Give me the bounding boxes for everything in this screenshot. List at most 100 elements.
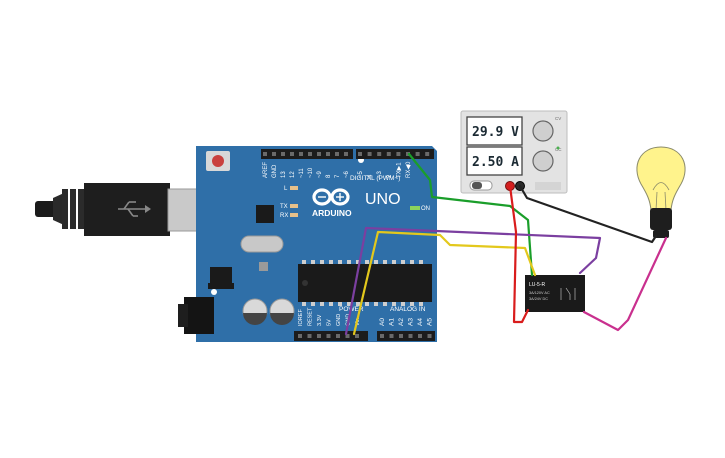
led-rx-label: RX [280, 213, 288, 219]
power-pin-label: 5V [327, 319, 333, 326]
digital-header-label: DIGITAL (PWM~) [350, 175, 400, 182]
led-tx [290, 204, 298, 208]
power-pin[interactable] [307, 334, 312, 338]
current-display [466, 146, 523, 176]
analog-pin-label: A2 [398, 318, 405, 326]
analog-header[interactable] [377, 331, 435, 341]
header-pin[interactable] [386, 152, 391, 156]
header-pin[interactable] [367, 152, 372, 156]
digital-pin-label: 4 [368, 174, 374, 178]
analog-pin[interactable] [389, 334, 394, 338]
dc-power-jack[interactable] [178, 297, 214, 334]
voltage-knob[interactable] [532, 120, 554, 142]
analog-pin[interactable] [408, 334, 413, 338]
analog-pin[interactable] [380, 334, 384, 338]
digital-pin-label: 2 [387, 174, 393, 178]
power-led [410, 206, 420, 210]
analog-pin-label: A0 [379, 318, 386, 326]
power-led-label: ON [421, 206, 430, 212]
digital-pin-label: 7 [335, 174, 341, 178]
header-pin[interactable] [308, 152, 312, 156]
wires[interactable] [344, 152, 668, 336]
usb-cable[interactable] [35, 183, 225, 236]
header-pin[interactable] [335, 152, 339, 156]
power-pin-label: GND [336, 314, 342, 326]
digital-pin-label: 13 [281, 171, 287, 178]
header-pin[interactable] [263, 152, 267, 156]
header-pin[interactable] [396, 152, 401, 156]
analog-pin-label: A4 [417, 318, 424, 326]
digital-pin-label: ~11 [299, 168, 305, 178]
header-pin[interactable] [358, 152, 362, 156]
dc-power-supply[interactable]: 29.9 V 2.50 A CV CC [460, 110, 568, 194]
power-pin[interactable] [298, 334, 302, 338]
digital-pin-label: ~3 [377, 170, 383, 178]
power-pin-label: IOREF [298, 309, 304, 326]
digital-pin-label: ~5 [358, 170, 364, 178]
header-pin[interactable] [281, 152, 285, 156]
led-tx-label: TX [280, 204, 288, 210]
header-pin[interactable] [326, 152, 330, 156]
voltage-display [466, 116, 523, 146]
current-knob[interactable] [532, 150, 554, 172]
reset-button[interactable] [206, 151, 230, 171]
power-pin[interactable] [336, 334, 340, 338]
bottom-pin-holes[interactable] [298, 334, 432, 338]
header-pin[interactable] [317, 152, 321, 156]
analog-pin-label: A3 [408, 318, 415, 326]
header-pin[interactable] [415, 152, 420, 156]
power-pin-label: Vin [355, 318, 361, 326]
power-pin[interactable] [317, 334, 321, 338]
header-pin[interactable] [344, 152, 348, 156]
arduino-logo-icon [312, 188, 350, 206]
analog-pin[interactable] [418, 334, 422, 338]
wire-green[interactable] [407, 152, 534, 277]
digital-pin-label: 8 [326, 174, 332, 178]
led-l [290, 186, 298, 190]
led-rx [290, 213, 298, 217]
digital-pin-label: ~10 [308, 167, 314, 178]
wire-magenta[interactable] [582, 236, 668, 332]
light-bulb[interactable] [636, 146, 686, 238]
header-pin[interactable] [377, 152, 382, 156]
power-pin-label: 3.3V [317, 314, 323, 326]
relay-rating-ac: 3A/120V AC [529, 291, 550, 295]
analog-pin-label: A5 [427, 318, 434, 326]
cv-label: CV [555, 116, 561, 121]
analog-header-label: ANALOG IN [390, 306, 426, 313]
cc-label: CC [555, 147, 562, 152]
voltage-regulator [210, 267, 232, 285]
power-pin[interactable] [345, 334, 350, 338]
header-pin[interactable] [299, 152, 303, 156]
digital-header-left[interactable] [261, 149, 353, 159]
digital-pin-label: 12 [290, 171, 296, 178]
wire-black[interactable] [518, 184, 658, 244]
wire-red[interactable] [508, 184, 530, 324]
digital-header-right[interactable] [356, 149, 434, 159]
voltage-readout: 29.9 V [472, 125, 519, 140]
wire-yellow[interactable] [352, 230, 537, 336]
header-pin[interactable] [290, 152, 294, 156]
analog-pin-label: A1 [389, 318, 396, 326]
relay-module[interactable]: LU-5-R 3A/120V AC 3A/24V DC [525, 275, 585, 312]
digital-pin-label: AREF [263, 162, 269, 178]
power-pin[interactable] [355, 334, 359, 338]
header-pin[interactable] [425, 152, 430, 156]
power-header[interactable] [294, 331, 368, 341]
digital-pin-label: GND [272, 164, 278, 178]
analog-pin[interactable] [399, 334, 403, 338]
relay-symbol-icon [560, 287, 576, 300]
analog-pin[interactable] [427, 334, 432, 338]
wire-purple[interactable] [344, 226, 602, 336]
relay-title: LU-5-R [529, 282, 546, 288]
usb-icon [118, 201, 151, 217]
power-pin[interactable] [326, 334, 331, 338]
header-pin[interactable] [272, 152, 276, 156]
current-readout: 2.50 A [472, 155, 519, 170]
digital-pin-label: ~6 [344, 170, 350, 178]
brand-label: ARDUINO [312, 208, 352, 218]
